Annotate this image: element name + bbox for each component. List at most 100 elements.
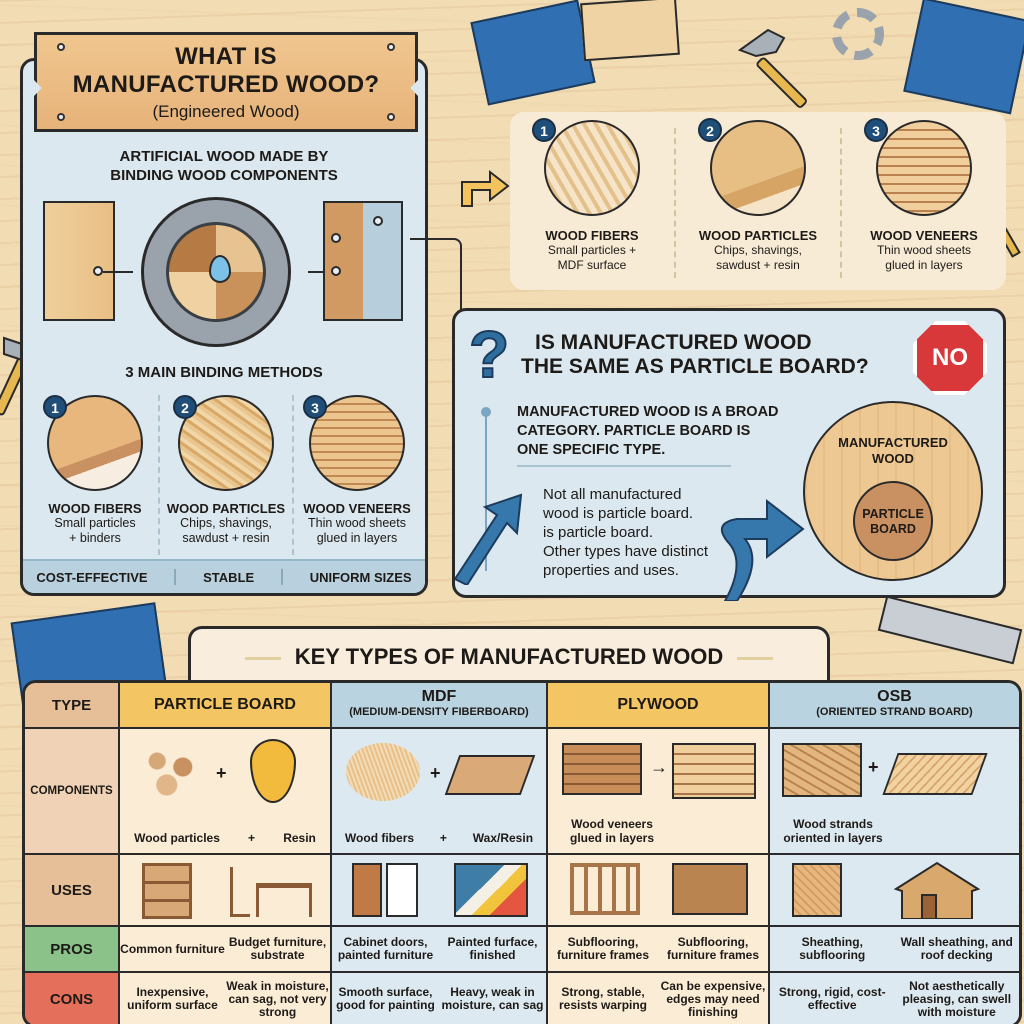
comparison-panel: ? IS MANUFACTURED WOOD THE SAME AS PARTI… xyxy=(452,308,1006,602)
page-subtitle: (Engineered Wood) xyxy=(152,102,300,121)
table-title: KEY TYPES OF MANUFACTURED WOOD xyxy=(191,629,827,685)
row-label-pros: PROS xyxy=(25,927,120,971)
methods-heading: 3 MAIN BINDING METHODS xyxy=(125,364,323,381)
resin-drop-icon xyxy=(250,739,296,803)
definition-line-1: ARTIFICIAL WOOD MADE BY xyxy=(119,148,329,165)
column-header-title: OSB xyxy=(877,688,912,705)
plywood-layers-icon xyxy=(876,120,972,216)
curved-blue-arrow-icon xyxy=(707,471,807,602)
wood-fibers-pile-icon xyxy=(346,743,420,801)
pros-cell-particle-board: Common furniture Budget furniture, subst… xyxy=(120,927,332,971)
cons-item: Not aesthetically pleasing, can swell wi… xyxy=(902,978,1012,1019)
component-label: Wood veneers glued in layers xyxy=(569,817,655,845)
type-desc: Small particles + xyxy=(547,243,637,257)
table-header-row: TYPE PARTICLE BOARD MDF (MEDIUM-DENSITY … xyxy=(25,683,1019,729)
sheathing-panels-icon xyxy=(792,863,842,917)
cons-cell-particle-board: Inexpensive, uniform surface Weak in moi… xyxy=(120,973,332,1024)
type-name: WOOD VENEERS xyxy=(870,228,978,243)
divider xyxy=(840,128,842,278)
venn-inner-label-line: PARTICLE xyxy=(862,507,924,521)
method-number-badge: 1 xyxy=(43,395,67,419)
component-plus: + xyxy=(248,831,256,845)
column-header-osb: OSB (ORIENTED STRAND BOARD) xyxy=(770,683,1019,727)
type-desc: sawdust + resin xyxy=(716,258,800,272)
pros-item: Sheathing, subflooring xyxy=(799,935,866,962)
type-number-badge: 1 xyxy=(532,118,556,142)
statement-line: ONE SPECIFIC TYPE. xyxy=(517,442,666,458)
benefit-uniform-sizes: UNIFORM SIZES xyxy=(309,569,412,585)
plus-icon: + xyxy=(216,763,227,783)
question-title-line-1: IS MANUFACTURED WOOD xyxy=(535,331,812,354)
divider xyxy=(280,569,283,585)
blueprint-sheet-decoration xyxy=(903,0,1024,115)
osb-board-icon xyxy=(882,753,988,795)
plus-icon: + xyxy=(430,763,441,783)
statement-line: CATEGORY. PARTICLE BOARD IS xyxy=(517,423,751,439)
statement-line: MANUFACTURED WOOD IS A BROAD xyxy=(517,404,779,420)
arrow-to-gear xyxy=(103,271,133,273)
row-label-components: COMPONENTS xyxy=(25,729,120,853)
method-item-wood-fibers: 1 WOOD FIBERS Small particles + binders xyxy=(33,395,157,555)
uses-cell-osb xyxy=(770,855,1019,925)
method-desc: glued in layers xyxy=(316,531,398,545)
pros-cell-plywood: Subflooring, furniture frames Subfloorin… xyxy=(548,927,770,971)
row-label-type: TYPE xyxy=(25,683,120,727)
components-cell-particle-board: + Wood particles + Resin xyxy=(120,729,332,853)
bookshelf-icon xyxy=(142,863,192,919)
table-row-components: COMPONENTS + Wood particles + Resin + Wo… xyxy=(25,729,1019,855)
white-door-icon xyxy=(386,863,418,917)
yellow-arrow-icon xyxy=(458,168,512,208)
house-icon xyxy=(892,861,982,920)
method-desc: Small particles xyxy=(54,516,136,530)
column-header-title: MDF xyxy=(421,688,457,705)
nail-icon xyxy=(57,113,65,121)
cons-cell-plywood: Strong, stable, resists warping Can be e… xyxy=(548,973,770,1024)
arrow-right-icon: → xyxy=(650,757,668,777)
cons-item: Can be expensive, edges may need finishi… xyxy=(660,978,766,1019)
osb-strands-stack-icon xyxy=(782,743,862,797)
method-number-badge: 3 xyxy=(303,395,327,419)
divider xyxy=(158,395,160,555)
component-label: Wax/Resin xyxy=(472,831,534,845)
table-row-uses: USES xyxy=(25,855,1019,927)
venn-outer-label: MANUFACTURED WOOD xyxy=(805,435,981,467)
page-title-line-2: MANUFACTURED WOOD? xyxy=(72,71,380,98)
wood-plank-decoration xyxy=(580,0,680,62)
method-desc: Thin wood sheets xyxy=(308,516,406,530)
definition-text: ARTIFICIAL WOOD MADE BY BINDING WOOD COM… xyxy=(23,147,425,185)
pros-item: Budget furniture, substrate xyxy=(228,935,327,962)
note-line: properties and uses. xyxy=(543,562,679,579)
cons-item: Smooth surface, good for painting xyxy=(336,985,435,1012)
painted-surface-icon xyxy=(454,863,528,917)
cons-cell-mdf: Smooth surface, good for painting Heavy,… xyxy=(332,973,548,1024)
divider xyxy=(674,128,676,278)
cons-cell-osb: Strong, rigid, cost-effective Not aesthe… xyxy=(770,973,1019,1024)
benefits-bar: COST-EFFECTIVE STABLE UNIFORM SIZES xyxy=(23,559,425,593)
page-title-line-1: WHAT IS xyxy=(175,43,277,70)
row-label-uses: USES xyxy=(25,855,120,925)
type-desc: Thin wood sheets xyxy=(876,243,972,257)
method-number-badge: 2 xyxy=(173,395,197,419)
pros-item: Painted furface, finished xyxy=(447,935,538,962)
note-line: Not all manufactured xyxy=(543,486,682,503)
hammer-icon xyxy=(737,22,848,108)
type-name: WOOD FIBERS xyxy=(545,228,639,243)
connector-dot xyxy=(373,216,383,226)
connector-line xyxy=(410,238,462,366)
nail-icon xyxy=(57,43,65,51)
column-header-subtitle: (MEDIUM-DENSITY FIBERBOARD) xyxy=(349,706,529,718)
method-desc: Chips, shavings, xyxy=(180,516,272,530)
definition-line-2: BINDING WOOD COMPONENTS xyxy=(110,167,338,184)
blue-arrow-icon xyxy=(453,475,525,587)
note-line: is particle board. xyxy=(543,524,654,541)
method-item-wood-particles: 2 WOOD PARTICLES Chips, shavings, sawdus… xyxy=(161,395,291,555)
nail-icon xyxy=(387,113,395,121)
cons-item: Weak in moisture, can sag, not very stro… xyxy=(226,978,329,1019)
plus-icon: + xyxy=(868,757,879,777)
uses-cell-particle-board xyxy=(120,855,332,925)
plywood-board-icon xyxy=(672,743,756,799)
type-number-badge: 2 xyxy=(698,118,722,142)
components-cell-mdf: + Wood fibers + Wax/Resin xyxy=(332,729,548,853)
component-label: Wood strands oriented in layers xyxy=(783,817,883,845)
method-name: WOOD VENEERS xyxy=(303,501,411,516)
